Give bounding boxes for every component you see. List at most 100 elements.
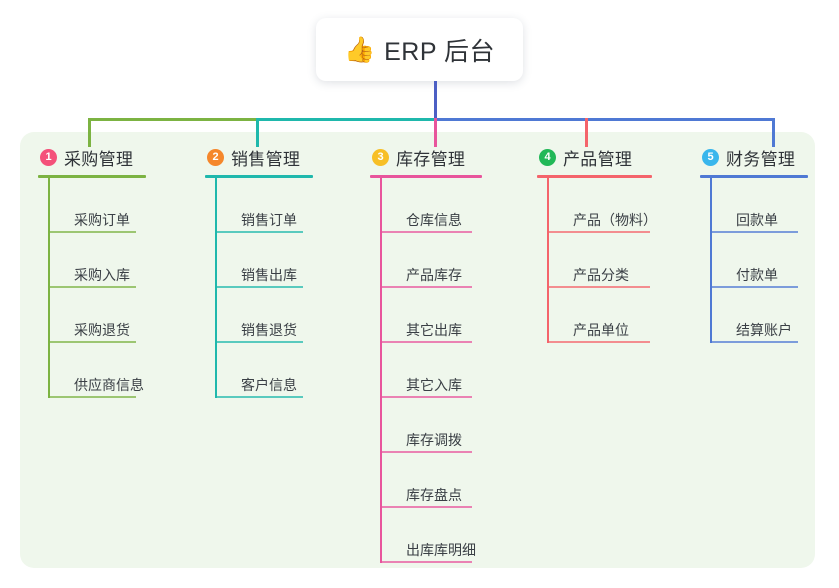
- number-badge-3: 3: [372, 149, 389, 166]
- number-badge-5: 5: [702, 149, 719, 166]
- list-item[interactable]: 结算账户: [700, 288, 808, 343]
- list-item-label: 供应商信息: [74, 377, 144, 393]
- list-item-rule: [48, 286, 136, 288]
- columns-panel: [20, 132, 815, 568]
- list-item[interactable]: 客户信息: [205, 343, 313, 398]
- column-spine-1: [48, 178, 50, 398]
- list-item-label: 产品单位: [573, 322, 629, 338]
- list-item[interactable]: 供应商信息: [38, 343, 146, 398]
- list-item-rule: [547, 286, 650, 288]
- list-item-rule: [710, 286, 798, 288]
- list-item-label: 客户信息: [241, 377, 297, 393]
- column-header-rule-5: [700, 175, 808, 178]
- list-item-label: 采购入库: [74, 267, 130, 283]
- list-item-rule: [380, 561, 472, 563]
- list-item-label: 库存盘点: [406, 487, 462, 503]
- list-item-rule: [380, 396, 472, 398]
- list-item[interactable]: 采购订单: [38, 178, 146, 233]
- list-item-label: 采购订单: [74, 212, 130, 228]
- column-spine-4: [547, 178, 549, 343]
- list-item-label: 付款单: [736, 267, 778, 283]
- list-item[interactable]: 采购退货: [38, 288, 146, 343]
- segment-blue: [434, 118, 774, 121]
- list-item-label: 销售订单: [241, 212, 297, 228]
- segment-green: [88, 118, 258, 121]
- list-item-rule: [547, 231, 650, 233]
- list-item[interactable]: 销售订单: [205, 178, 313, 233]
- drop-sales: [256, 118, 259, 147]
- list-item-rule: [380, 451, 472, 453]
- column-header-rule-2: [205, 175, 313, 178]
- list-item[interactable]: 其它出库: [370, 288, 482, 343]
- list-item-rule: [547, 341, 650, 343]
- list-item-label: 回款单: [736, 212, 778, 228]
- list-item[interactable]: 采购入库: [38, 233, 146, 288]
- column-spine-5: [710, 178, 712, 343]
- list-item[interactable]: 产品单位: [537, 288, 657, 343]
- list-item[interactable]: 出库库明细: [370, 508, 482, 563]
- thumbs-up-icon: 👍: [343, 35, 376, 64]
- list-item-label: 销售出库: [241, 267, 297, 283]
- list-item[interactable]: 产品分类: [537, 233, 657, 288]
- list-item-label: 采购退货: [74, 322, 130, 338]
- drop-product: [585, 118, 588, 147]
- list-item[interactable]: 库存调拨: [370, 398, 482, 453]
- list-item[interactable]: 销售出库: [205, 233, 313, 288]
- list-item-label: 产品分类: [573, 267, 629, 283]
- list-item-label: 其它入库: [406, 377, 462, 393]
- list-item-label: 仓库信息: [406, 212, 462, 228]
- list-item-rule: [380, 286, 472, 288]
- list-item[interactable]: 仓库信息: [370, 178, 482, 233]
- list-item[interactable]: 其它入库: [370, 343, 482, 398]
- root-title: ERP 后台: [384, 37, 496, 66]
- list-item[interactable]: 库存盘点: [370, 453, 482, 508]
- segment-teal: [256, 118, 436, 121]
- list-item-label: 产品（物料）: [573, 212, 657, 228]
- column-spine-3: [380, 178, 382, 563]
- list-item[interactable]: 销售退货: [205, 288, 313, 343]
- root-stem-line: [434, 81, 437, 121]
- column-spine-2: [215, 178, 217, 398]
- item-list-5: 回款单付款单结算账户: [700, 178, 808, 343]
- column-title-4: 产品管理: [563, 150, 633, 169]
- list-item-rule: [215, 231, 303, 233]
- list-item-rule: [380, 231, 472, 233]
- list-item-rule: [380, 341, 472, 343]
- list-item[interactable]: 产品库存: [370, 233, 482, 288]
- list-item[interactable]: 付款单: [700, 233, 808, 288]
- column-title-5: 财务管理: [726, 150, 796, 169]
- list-item[interactable]: 产品（物料）: [537, 178, 657, 233]
- column-header-rule-4: [537, 175, 652, 178]
- drop-stock: [434, 118, 437, 147]
- drop-finance: [772, 118, 775, 147]
- list-item-label: 出库库明细: [406, 542, 476, 558]
- item-list-2: 销售订单销售出库销售退货客户信息: [205, 178, 313, 398]
- list-item-rule: [215, 286, 303, 288]
- item-list-4: 产品（物料） 产品分类产品单位: [537, 178, 657, 343]
- list-item-label: 库存调拨: [406, 432, 462, 448]
- column-header-rule-1: [38, 175, 146, 178]
- list-item-label: 其它出库: [406, 322, 462, 338]
- list-item-rule: [48, 396, 136, 398]
- list-item[interactable]: 回款单: [700, 178, 808, 233]
- column-header-5[interactable]: 5 财务管理: [700, 145, 808, 170]
- list-item-rule: [48, 341, 136, 343]
- number-badge-1: 1: [40, 149, 57, 166]
- list-item-label: 结算账户: [736, 322, 792, 338]
- item-list-1: 采购订单采购入库采购退货供应商信息: [38, 178, 146, 398]
- item-list-3: 仓库信息产品库存其它出库其它入库库存调拨库存盘点出库库明细: [370, 178, 482, 563]
- list-item-label: 产品库存: [406, 267, 462, 283]
- number-badge-2: 2: [207, 149, 224, 166]
- list-item-rule: [215, 396, 303, 398]
- root-node[interactable]: 👍 ERP 后台: [316, 18, 523, 81]
- drop-purchase: [88, 118, 91, 147]
